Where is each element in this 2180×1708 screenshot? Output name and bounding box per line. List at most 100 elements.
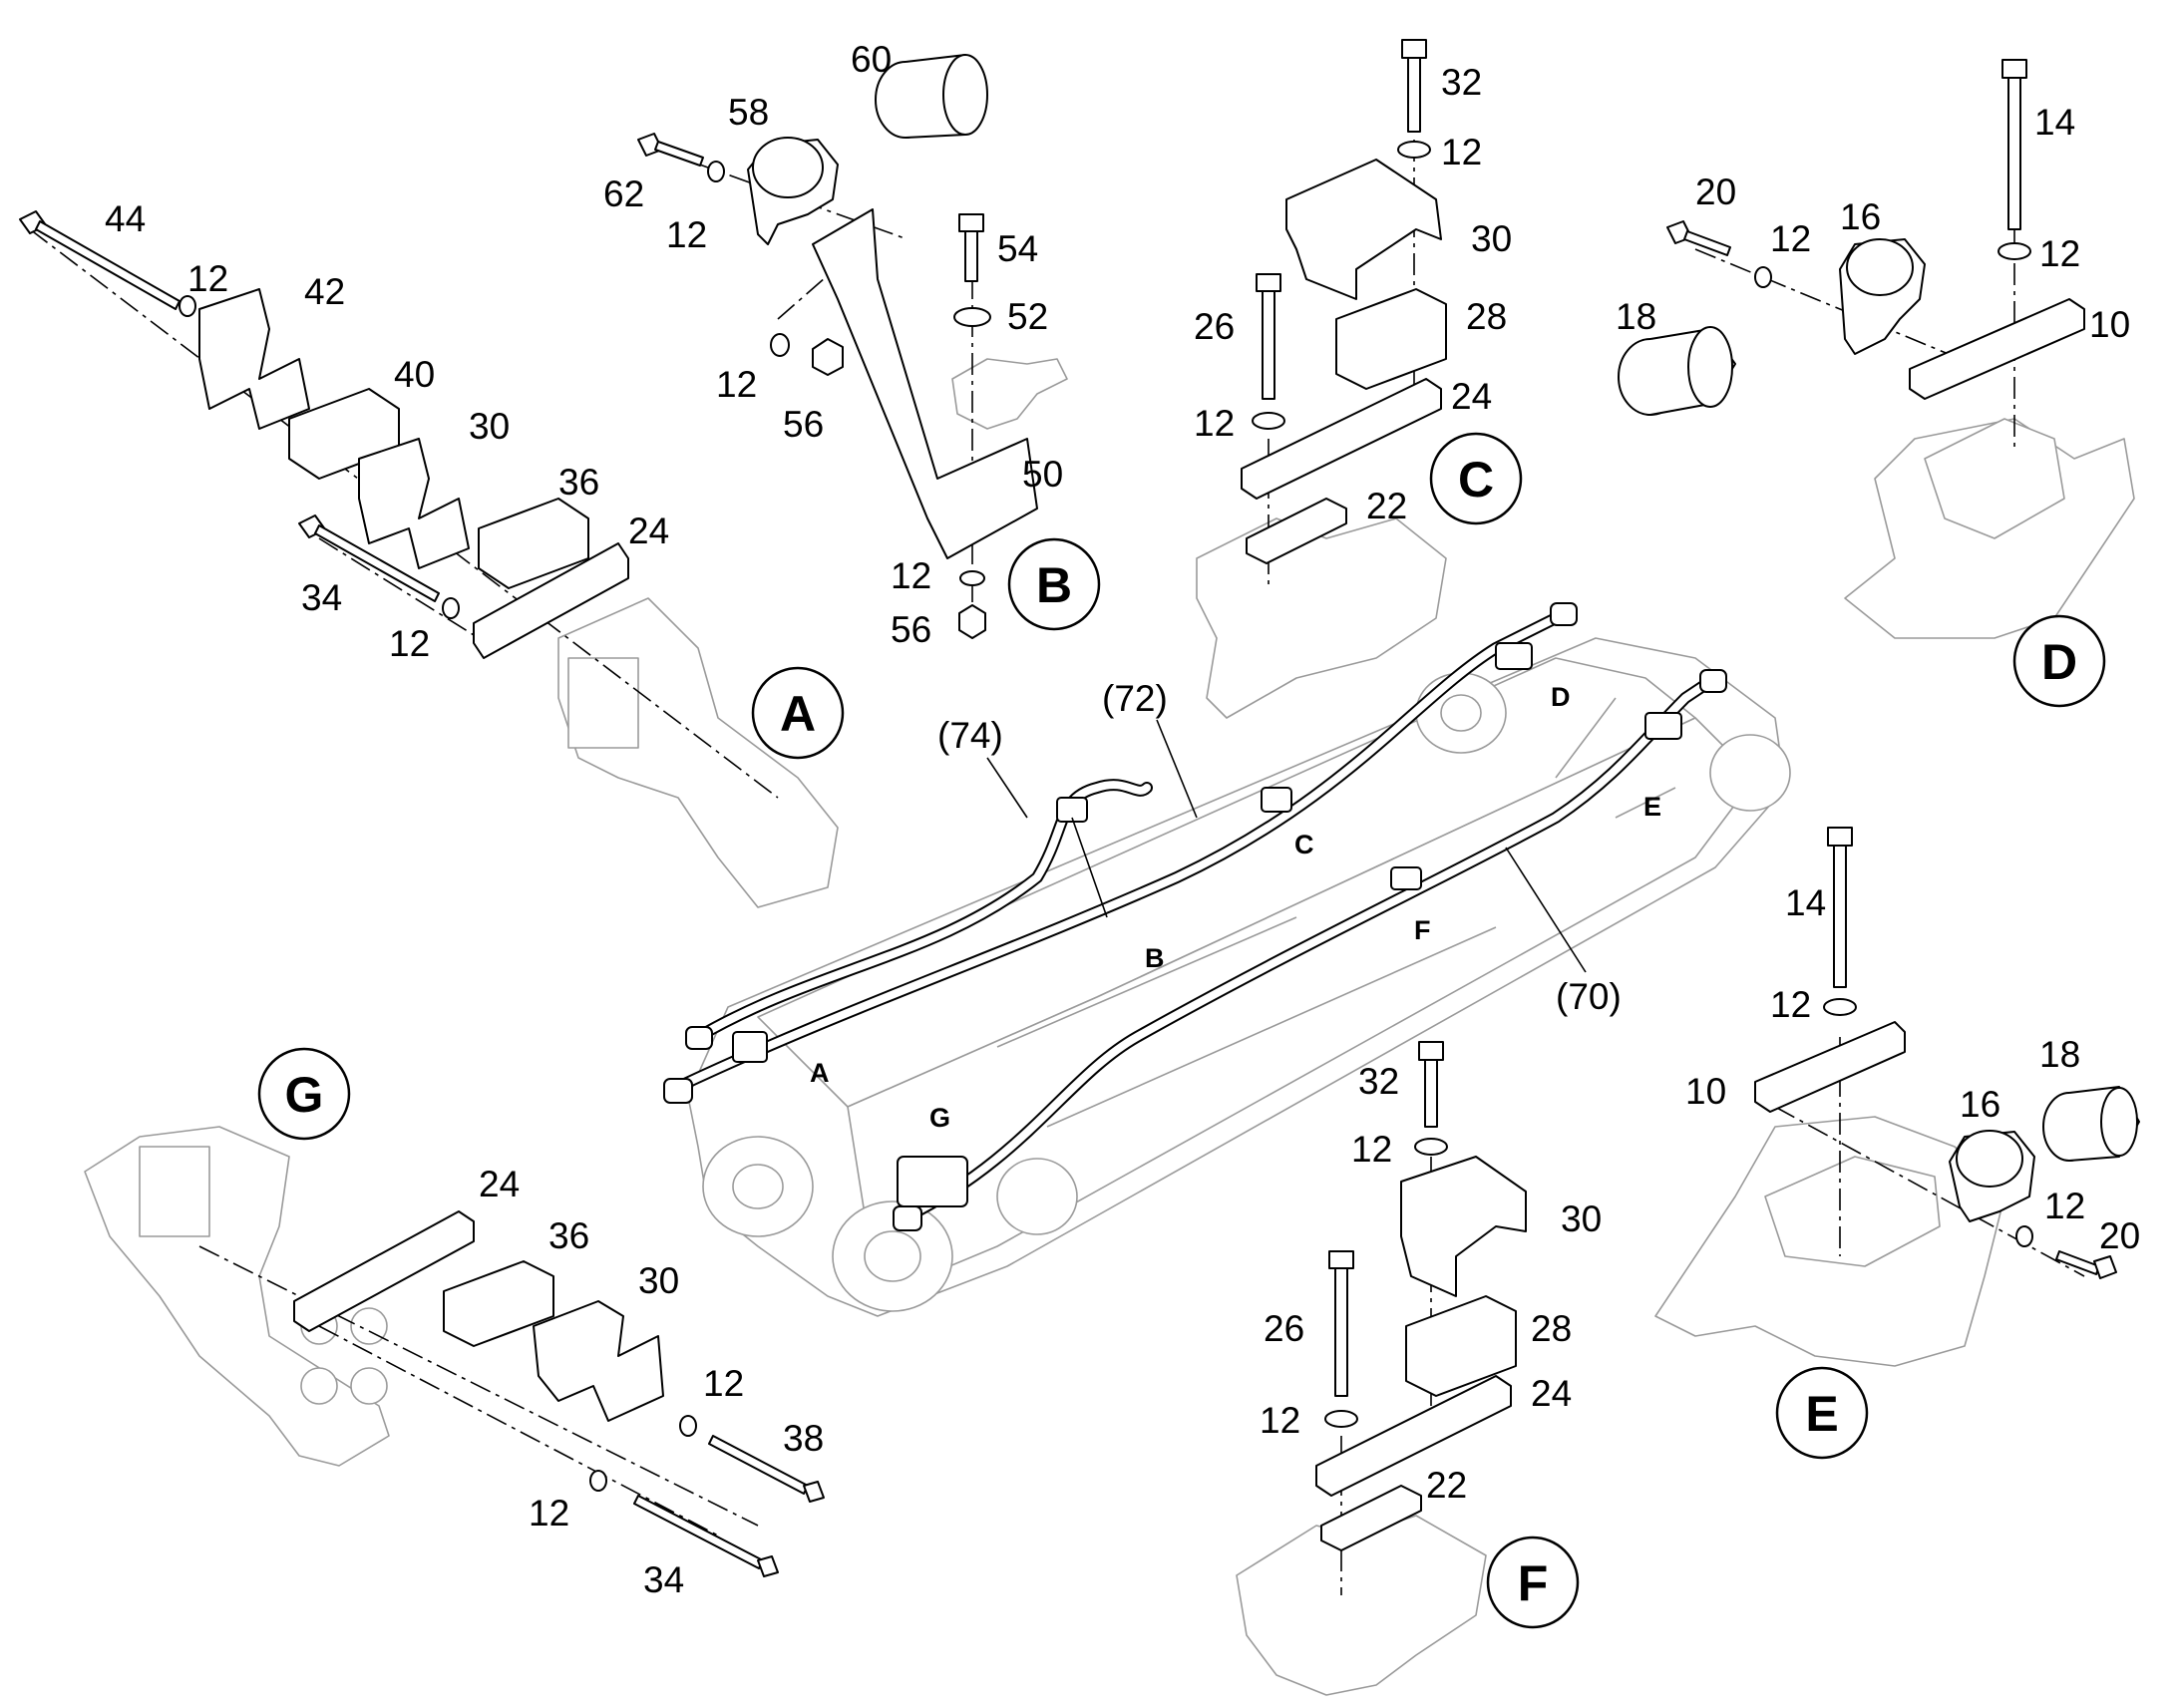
detail-f-spacer-part	[1405, 1295, 1517, 1397]
detail-e-badge-text: E	[1805, 1386, 1838, 1442]
detail-f-label-washer-left: 12	[1260, 1400, 1300, 1441]
hose-70	[902, 672, 1721, 1222]
detail-e-label-sleeve: 18	[2039, 1034, 2080, 1075]
detail-a-label-spacer-lower: 36	[558, 462, 599, 503]
detail-e-sleeve-part	[2042, 1086, 2140, 1162]
detail-c-label-washer: 12	[1441, 132, 1482, 172]
detail-b-label-bolt: 62	[603, 173, 644, 214]
detail-b-washer-bottom-part	[959, 570, 985, 586]
detail-a-label-bolt-short: 34	[301, 577, 342, 618]
hose-fitting-70-left	[893, 1205, 922, 1231]
detail-a-badge-text: A	[780, 686, 816, 742]
hose-label-72: (72)	[1102, 678, 1168, 719]
detail-e-label-plate: 10	[1685, 1071, 1726, 1112]
detail-f-badge-text: F	[1518, 1555, 1549, 1611]
detail-b-label-washer-nut: 12	[716, 364, 757, 405]
detail-b-badge	[1007, 537, 1101, 631]
detail-b-bracket-part	[812, 208, 1038, 559]
detail-b-nut-part	[812, 338, 844, 376]
detail-b-washer-left-part	[707, 161, 725, 182]
detail-g: 24 36 30 12 38 12 34 G	[84, 1047, 825, 1600]
detail-f-label-bolt-left: 26	[1264, 1308, 1304, 1349]
detail-d-clamp-part	[1839, 238, 1926, 355]
detail-g-bolt-head-2	[350, 1307, 388, 1345]
detail-e-holder	[1764, 1156, 1941, 1267]
detail-c-washer-part	[1397, 141, 1431, 159]
clamp-c-on-boom	[1261, 787, 1292, 813]
detail-d-badge-text: D	[2041, 634, 2077, 690]
detail-d-label-sleeve: 18	[1616, 296, 1656, 337]
boom-pivot-left-mid	[996, 1158, 1078, 1235]
detail-d-label-bolt: 14	[2034, 102, 2075, 143]
clamp-f-on-boom	[1390, 866, 1422, 890]
detail-e-washer-part	[1823, 998, 1857, 1016]
detail-a-label-bolt-long: 44	[105, 198, 146, 239]
detail-c-washer-left-part	[1252, 412, 1285, 430]
detail-c-label-washer-left: 12	[1194, 403, 1235, 444]
detail-c: 32 12 30 28 26 24 12 22 C	[1194, 39, 1523, 719]
detail-c-frame	[1196, 517, 1447, 719]
detail-g-washer-right-part	[679, 1415, 697, 1437]
boom-pivot-left-lower-bore	[864, 1230, 921, 1282]
detail-b-label-nut-bottom: 56	[891, 609, 931, 650]
detail-d-holder	[1924, 418, 2065, 539]
hose-label-74: (74)	[937, 715, 1003, 756]
detail-a-label-plate: 24	[628, 511, 669, 551]
detail-c-label-plate: 24	[1451, 376, 1492, 417]
detail-a-label-washer-top: 12	[187, 258, 228, 299]
clamp-a-on-boom	[732, 1031, 768, 1063]
detail-g-badge	[257, 1047, 351, 1141]
clamp-d-on-boom	[1495, 642, 1533, 670]
detail-g-bolt-head-3	[300, 1367, 338, 1405]
detail-f-label-clamp: 30	[1561, 1198, 1602, 1239]
detail-c-clamp-part	[1285, 159, 1442, 300]
hose-label-70-leader	[1505, 847, 1587, 973]
detail-g-label-spacer: 36	[548, 1215, 589, 1256]
detail-b-sleeve-part	[875, 54, 988, 139]
detail-d-bolt-part	[2001, 59, 2027, 230]
detail-c-bolt-part	[1401, 39, 1427, 133]
detail-b-label-washer-left: 12	[666, 214, 707, 255]
detail-f-label-washer: 12	[1351, 1129, 1392, 1170]
hose-label-74-leader	[986, 757, 1028, 819]
detail-a-axis-lower	[318, 537, 480, 639]
detail-e-bolt-part	[1827, 827, 1853, 988]
detail-e-clamp-bore	[1956, 1130, 2023, 1188]
detail-d-clamp-bore	[1846, 238, 1914, 296]
detail-d-washer-right-part	[1998, 242, 2031, 260]
detail-e-label-clamp: 16	[1960, 1084, 2000, 1125]
detail-b-bolt-part	[637, 133, 704, 167]
detail-f-label-base-plate: 22	[1426, 1465, 1467, 1506]
hose-label-72-leader	[1156, 719, 1198, 819]
detail-a: 44 12 42 40 30 36 24 34 12 A	[19, 198, 845, 908]
detail-f-label-spacer: 28	[1531, 1308, 1572, 1349]
hose-fitting-72-right	[1550, 602, 1578, 626]
detail-c-label-clamp: 30	[1471, 218, 1512, 259]
detail-b-washer-right-part	[953, 307, 991, 327]
detail-g-label-bolt-bottom: 34	[643, 1559, 684, 1600]
detail-g-clamp-part	[533, 1300, 664, 1422]
boom-pivot-right-lower	[1709, 734, 1791, 812]
detail-a-bolt-long-part	[19, 210, 181, 310]
boom-detail-lines	[996, 697, 1676, 1128]
detail-g-bolt-bottom-part	[633, 1495, 779, 1577]
detail-a-label-clamp-upper: 42	[304, 271, 345, 312]
detail-b-label-washer-right: 52	[1007, 296, 1048, 337]
boom-zone-label-c: C	[1294, 830, 1314, 859]
detail-g-spacer-part	[443, 1260, 554, 1347]
detail-e-badge	[1775, 1366, 1869, 1460]
detail-f-bolt-left-part	[1328, 1250, 1354, 1397]
detail-f-label-bolt: 32	[1358, 1061, 1399, 1102]
detail-f-plate-part	[1315, 1375, 1512, 1497]
detail-b: 60 58 62 12 54 52 12 56 50 12 56 B	[603, 39, 1101, 650]
detail-g-label-clamp: 30	[638, 1260, 679, 1301]
detail-d-plate-part	[1909, 298, 2085, 400]
boom-zone-label-a: A	[810, 1058, 830, 1088]
detail-e-clamp-part	[1949, 1130, 2035, 1222]
detail-d-badge	[2012, 614, 2106, 708]
hose-fitting-72-left	[663, 1078, 693, 1104]
detail-f-label-plate: 24	[1531, 1373, 1572, 1414]
detail-e-bolt-small-part	[2055, 1250, 2117, 1279]
boom-zone-label-f: F	[1414, 915, 1431, 945]
detail-f: 32 12 30 28 26 24 12 22 F	[1236, 1041, 1602, 1696]
